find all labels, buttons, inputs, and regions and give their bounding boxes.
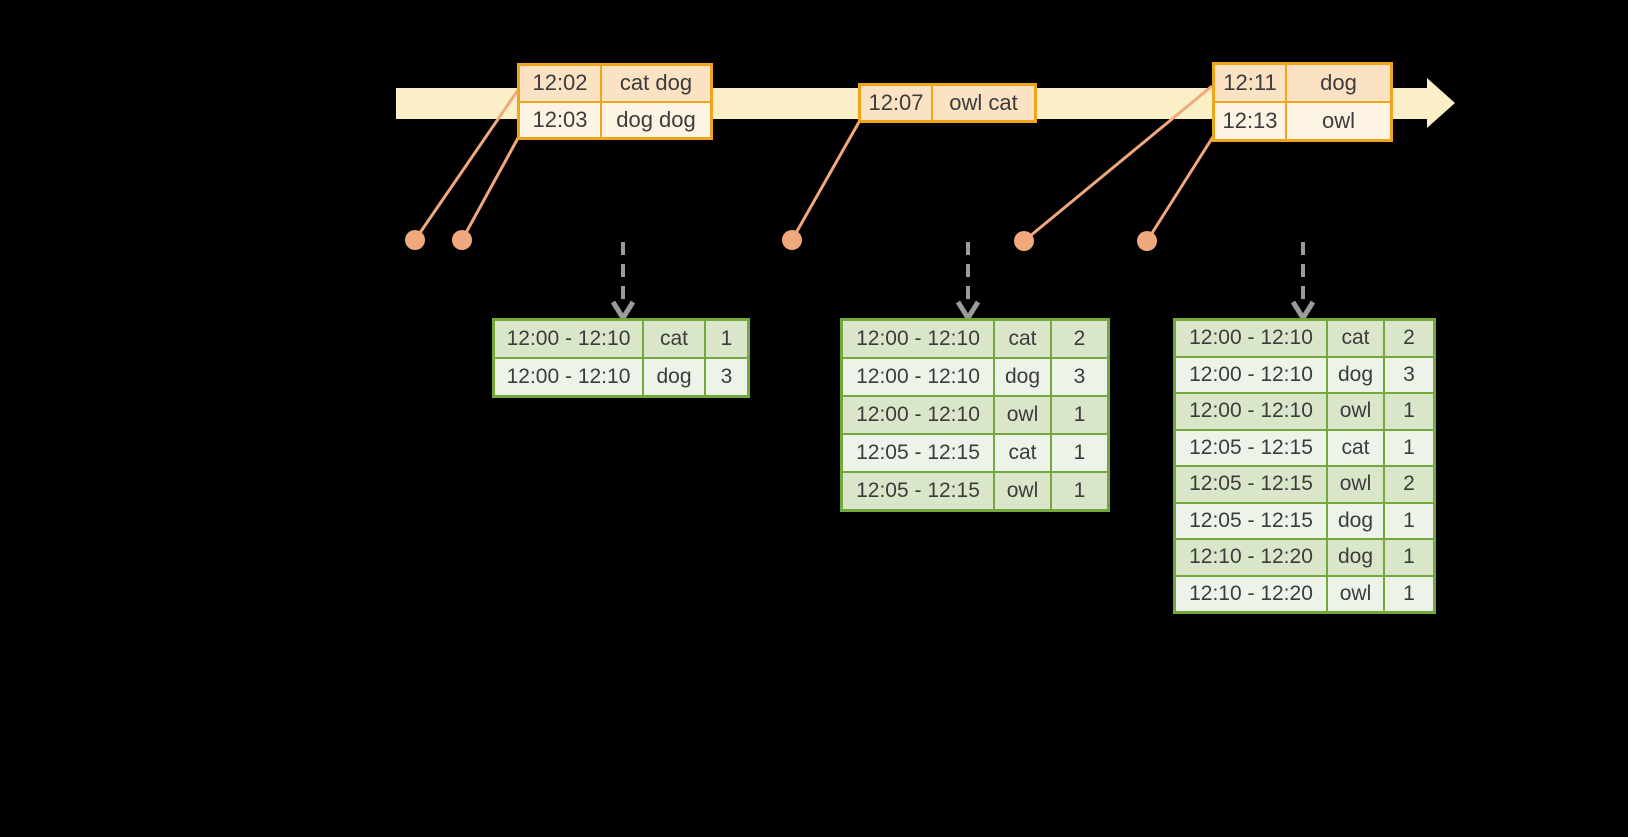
word-cell: cat bbox=[644, 321, 704, 357]
count-cell: 3 bbox=[1385, 357, 1433, 392]
count-cell: 3 bbox=[1052, 359, 1107, 395]
word-cell: cat bbox=[1328, 321, 1383, 356]
event-time-cell: 12:11 bbox=[1215, 65, 1285, 101]
window-range-cell: 12:00 - 12:10 bbox=[843, 359, 993, 395]
window-range-cell: 12:05 - 12:15 bbox=[1176, 430, 1326, 465]
word-cell: owl bbox=[1328, 576, 1383, 611]
trigger-arrow-head-icon bbox=[1290, 300, 1316, 323]
window-range-cell: 12:10 - 12:20 bbox=[1176, 540, 1326, 575]
event-connector-line bbox=[1023, 84, 1213, 243]
count-cell: 1 bbox=[1385, 576, 1433, 611]
window-range-cell: 12:00 - 12:10 bbox=[843, 397, 993, 433]
word-cell: dog bbox=[644, 359, 704, 395]
window-range-cell: 12:05 - 12:15 bbox=[1176, 503, 1326, 538]
event-words-cell: dog bbox=[1287, 65, 1390, 101]
event-time-cell: 12:13 bbox=[1215, 103, 1285, 139]
word-cell: dog bbox=[1328, 503, 1383, 538]
window-range-cell: 12:00 - 12:10 bbox=[495, 359, 642, 395]
word-cell: dog bbox=[1328, 357, 1383, 392]
window-range-cell: 12:00 - 12:10 bbox=[843, 321, 993, 357]
word-cell: dog bbox=[1328, 540, 1383, 575]
event-connector-line bbox=[1145, 131, 1218, 242]
event-dot bbox=[452, 230, 472, 250]
count-cell: 1 bbox=[1385, 430, 1433, 465]
window-range-cell: 12:00 - 12:10 bbox=[495, 321, 642, 357]
window-range-cell: 12:05 - 12:15 bbox=[843, 435, 993, 471]
word-cell: cat bbox=[995, 435, 1050, 471]
trigger-arrow-head-icon bbox=[955, 300, 981, 323]
word-cell: cat bbox=[995, 321, 1050, 357]
word-cell: owl bbox=[1328, 467, 1383, 502]
event-connector-line bbox=[413, 89, 520, 241]
count-cell: 2 bbox=[1385, 467, 1433, 502]
count-cell: 2 bbox=[1385, 321, 1433, 356]
count-cell: 1 bbox=[1385, 394, 1433, 429]
event-dot bbox=[405, 230, 425, 250]
event-time-cell: 12:02 bbox=[520, 66, 600, 101]
event-connector-line bbox=[790, 121, 861, 241]
event-words-cell: owl bbox=[1287, 103, 1390, 139]
count-cell: 1 bbox=[706, 321, 747, 357]
count-cell: 1 bbox=[1385, 503, 1433, 538]
word-cell: owl bbox=[995, 473, 1050, 509]
count-cell: 1 bbox=[1052, 435, 1107, 471]
window-range-cell: 12:05 - 12:15 bbox=[1176, 467, 1326, 502]
count-cell: 1 bbox=[1052, 397, 1107, 433]
count-cell: 1 bbox=[1385, 540, 1433, 575]
trigger-arrow-head-icon bbox=[610, 300, 636, 323]
word-cell: owl bbox=[995, 397, 1050, 433]
event-words-cell: owl cat bbox=[933, 86, 1034, 120]
event-dot bbox=[1014, 231, 1034, 251]
count-cell: 1 bbox=[1052, 473, 1107, 509]
event-dot bbox=[1137, 231, 1157, 251]
window-range-cell: 12:05 - 12:15 bbox=[843, 473, 993, 509]
window-range-cell: 12:00 - 12:10 bbox=[1176, 357, 1326, 392]
word-cell: cat bbox=[1328, 430, 1383, 465]
event-connector-line bbox=[460, 128, 525, 241]
count-cell: 3 bbox=[706, 359, 747, 395]
event-dot bbox=[782, 230, 802, 250]
timeline-arrowhead-icon bbox=[1427, 78, 1455, 128]
word-cell: owl bbox=[1328, 394, 1383, 429]
word-cell: dog bbox=[995, 359, 1050, 395]
event-time-cell: 12:07 bbox=[861, 86, 931, 120]
window-range-cell: 12:00 - 12:10 bbox=[1176, 321, 1326, 356]
count-cell: 2 bbox=[1052, 321, 1107, 357]
window-range-cell: 12:10 - 12:20 bbox=[1176, 576, 1326, 611]
event-words-cell: cat dog bbox=[602, 66, 710, 101]
event-time-cell: 12:03 bbox=[520, 102, 600, 137]
event-words-cell: dog dog bbox=[602, 102, 710, 137]
window-range-cell: 12:00 - 12:10 bbox=[1176, 394, 1326, 429]
